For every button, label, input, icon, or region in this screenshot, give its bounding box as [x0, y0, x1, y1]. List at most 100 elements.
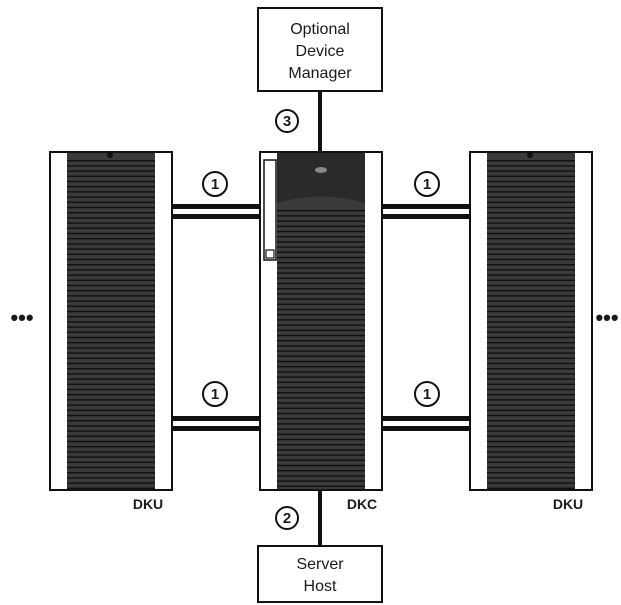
cabinet-stripe — [487, 201, 575, 203]
cabinet-stripe — [277, 464, 365, 467]
cabinet-stripe — [487, 217, 575, 219]
cabinet-stripe — [277, 407, 365, 409]
cabinet-stripe — [487, 206, 575, 209]
cabinet-stripe — [67, 378, 155, 380]
cabinet-stripe — [487, 394, 575, 396]
server-host-box: Server Host — [257, 545, 383, 603]
server-host-label-line2: Host — [304, 578, 337, 595]
cabinet-stripe — [277, 381, 365, 383]
cabinet-stripe — [277, 428, 365, 430]
cabinet-stripe — [67, 243, 155, 245]
cabinet-stripe — [67, 253, 155, 255]
marker-1-text: 1 — [423, 386, 431, 403]
cabinet-stripe — [277, 470, 365, 472]
cabinet-stripe — [487, 461, 575, 463]
cabinet-stripe — [487, 227, 575, 229]
cabinet-stripe — [67, 368, 155, 370]
cabinet-stripe — [487, 248, 575, 250]
cabinet-stripe — [487, 212, 575, 214]
dkc-indicator-icon — [315, 167, 327, 173]
cabinet-stripe — [487, 300, 575, 302]
cabinet-stripe — [487, 409, 575, 411]
cabinet-stripe — [67, 290, 155, 292]
cabinet-stripe — [67, 404, 155, 406]
cabinet-stripe — [487, 456, 575, 458]
cabinet-stripe — [277, 282, 365, 285]
cabinet-stripe — [67, 321, 155, 323]
left-lower-link — [172, 416, 260, 431]
cabinet-stripe — [67, 191, 155, 193]
cabinet-stripe — [487, 466, 575, 469]
cabinet-stripe — [67, 232, 155, 235]
cabinet-stripe — [67, 258, 155, 261]
cabinet-stripe — [67, 362, 155, 365]
cabinet-stripe — [67, 414, 155, 417]
cabinet-stripe — [487, 477, 575, 479]
cabinet-stripe — [487, 258, 575, 261]
cabinet-stripe — [67, 352, 155, 354]
cabinet-stripe — [487, 352, 575, 354]
cabinet-stripe — [487, 347, 575, 349]
right-dku-label: DKU — [553, 496, 583, 512]
cabinet-stripe — [67, 440, 155, 443]
cabinet-stripe — [277, 298, 365, 300]
cabinet-stripe — [67, 446, 155, 448]
cabinet-stripe — [67, 326, 155, 328]
cabinet-stripe — [487, 373, 575, 375]
cabinet-stripe — [487, 321, 575, 323]
cabinet-stripe — [67, 342, 155, 344]
device-manager-label-line2: Device — [296, 43, 345, 60]
cabinet-stripe — [67, 383, 155, 385]
cabinet-stripe — [487, 482, 575, 484]
cabinet-stripe — [277, 319, 365, 321]
cabinet-stripe — [487, 264, 575, 266]
cabinet-stripe — [277, 449, 365, 451]
cabinet-stripe — [277, 386, 365, 389]
cabinet-stripe — [277, 251, 365, 253]
cabinet-stripe — [487, 430, 575, 432]
cabinet-stripe — [277, 423, 365, 425]
cabinet-stripe — [67, 420, 155, 422]
cabinet-stripe — [277, 308, 365, 311]
cabinet-stripe — [487, 180, 575, 183]
cabinet-stripe — [67, 284, 155, 287]
cabinet-stripe — [487, 295, 575, 297]
cabinet-stripe — [67, 472, 155, 474]
cabinet-stripe — [67, 212, 155, 214]
cabinet-stripe — [67, 425, 155, 427]
cabinet-stripe — [67, 206, 155, 209]
cabinet-stripe — [277, 485, 365, 487]
cabinet-stripe — [277, 433, 365, 435]
cabinet-stripe — [67, 487, 155, 489]
cabinet-stripe — [67, 180, 155, 183]
cabinet-stripe — [487, 368, 575, 370]
device-manager-link-marker: 3 — [275, 109, 299, 133]
cabinet-stripe — [277, 236, 365, 238]
cabinet-stripe — [487, 487, 575, 489]
cabinet-stripe — [277, 230, 365, 233]
right-continuation-dots: ••• — [595, 305, 618, 330]
left-lower-link-marker: 1 — [202, 381, 228, 407]
cabinet-stripe — [277, 256, 365, 259]
cabinet-stripe — [67, 456, 155, 458]
dkc-control-panel — [263, 159, 277, 261]
cabinet-stripe — [487, 414, 575, 417]
left-dku-stripes — [67, 160, 155, 489]
cabinet-stripe — [277, 459, 365, 461]
cabinet-stripe — [487, 362, 575, 365]
marker-1-text: 1 — [423, 176, 431, 193]
cabinet-stripe — [67, 451, 155, 453]
cabinet-stripe — [277, 272, 365, 274]
marker-3-text: 3 — [283, 113, 291, 130]
right-dku-stripes — [487, 160, 575, 489]
cabinet-stripe — [67, 165, 155, 167]
cabinet-stripe — [277, 334, 365, 337]
cabinet-stripe — [487, 165, 575, 167]
cabinet-stripe — [277, 246, 365, 248]
cabinet-stripe — [277, 267, 365, 269]
right-lower-link-marker: 1 — [414, 381, 440, 407]
cabinet-stripe — [67, 357, 155, 359]
cabinet-stripe — [277, 262, 365, 264]
left-upper-link — [172, 204, 260, 219]
